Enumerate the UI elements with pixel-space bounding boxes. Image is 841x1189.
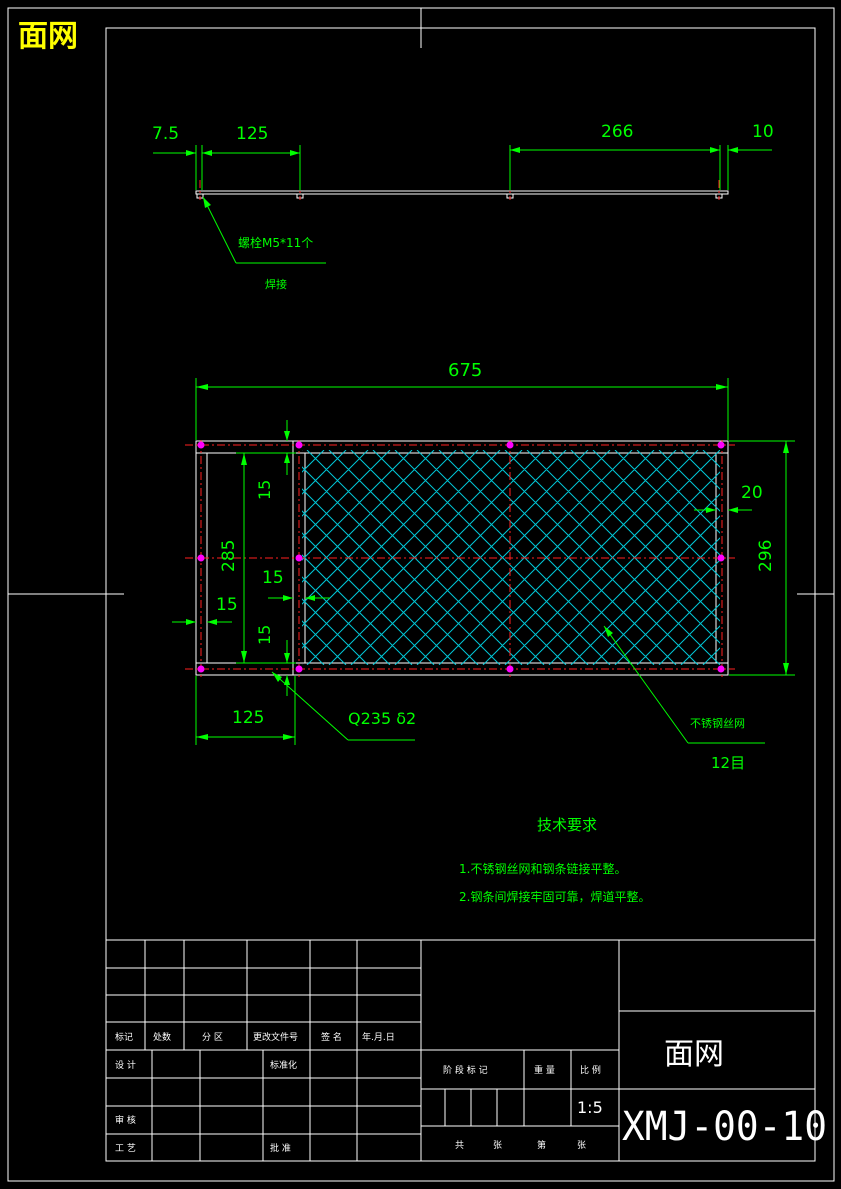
label-mark: 标记 xyxy=(115,1031,133,1043)
label-sheet-no: 第 xyxy=(537,1139,546,1151)
title-block: 标记 处数 分 区 更改文件号 签 名 年.月.日 设 计 标准化 审 核 工 … xyxy=(106,939,827,1161)
dim-125-bottom: 125 xyxy=(232,708,264,728)
label-design: 设 计 xyxy=(115,1059,136,1071)
label-signature: 签 名 xyxy=(321,1031,342,1043)
scale-value: 1:5 xyxy=(577,1098,603,1117)
dim-7-5: 7.5 xyxy=(152,124,179,144)
label-stage: 阶 段 标 记 xyxy=(443,1064,488,1076)
label-sheet-unit: 张 xyxy=(493,1140,502,1151)
note-weld: 焊接 xyxy=(265,277,287,291)
label-date: 年.月.日 xyxy=(362,1031,395,1043)
front-view: 675 296 20 285 15 15 xyxy=(172,360,795,772)
label-change-doc: 更改文件号 xyxy=(253,1031,298,1043)
tech-heading: 技术要求 xyxy=(537,816,597,834)
dim-285: 285 xyxy=(219,540,239,572)
dim-10: 10 xyxy=(752,122,774,142)
label-approve: 批 准 xyxy=(270,1142,291,1154)
label-zone: 分 区 xyxy=(202,1032,223,1043)
label-sheet-total: 共 xyxy=(455,1140,464,1151)
dim-675: 675 xyxy=(448,360,482,381)
note-mesh: 不锈钢丝网 xyxy=(690,717,745,730)
technical-requirements: 技术要求 1.不锈钢丝网和钢条链接平整。 2.钢条间焊接牢固可靠，焊道平整。 xyxy=(459,816,650,904)
label-count: 处数 xyxy=(153,1031,171,1043)
label-process: 工 艺 xyxy=(115,1143,136,1154)
drawing-number: XMJ-00-10 xyxy=(622,1104,827,1150)
dim-266: 266 xyxy=(601,122,633,142)
part-name: 面网 xyxy=(664,1037,724,1072)
dim-15-mid: 15 xyxy=(262,568,284,588)
dim-20: 20 xyxy=(741,483,763,503)
label-standard: 标准化 xyxy=(270,1059,297,1071)
tech-line-2: 2.钢条间焊接牢固可靠，焊道平整。 xyxy=(459,889,650,904)
tech-line-1: 1.不锈钢丝网和钢条链接平整。 xyxy=(459,861,626,876)
label-weight: 重 量 xyxy=(534,1064,555,1076)
dim-296: 296 xyxy=(756,540,776,572)
note-bolt: 螺栓M5*11个 xyxy=(238,235,313,250)
top-view: 7.5 125 266 10 螺栓M5*11个 焊接 xyxy=(152,122,774,291)
dim-15-bottom: 15 xyxy=(255,625,274,645)
dim-15-top: 15 xyxy=(255,480,274,500)
dim-15-left: 15 xyxy=(216,595,238,615)
label-ratio: 比 例 xyxy=(580,1064,601,1076)
inner-frame xyxy=(105,27,816,1162)
label-check: 审 核 xyxy=(115,1114,136,1126)
dim-125-top: 125 xyxy=(236,124,268,144)
sheet-title: 面网 xyxy=(18,19,78,54)
label-sheet-unit-2: 张 xyxy=(577,1140,586,1151)
note-material: Q235 δ2 xyxy=(348,709,416,728)
note-mesh-size: 12目 xyxy=(711,754,745,772)
